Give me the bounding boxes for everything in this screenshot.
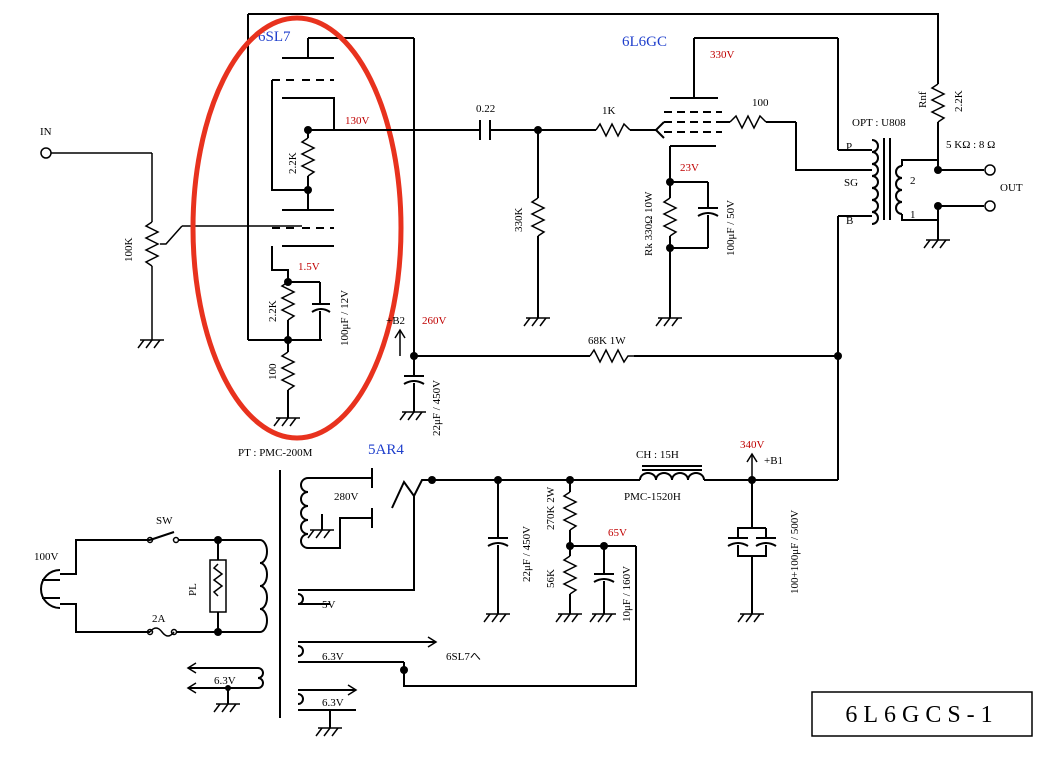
svg-text:68K 1W: 68K 1W [588,335,626,347]
screen-resistor-100 [729,114,767,130]
svg-text:330V: 330V [710,49,735,61]
schematic-title: 6L6GCS-1 [845,702,998,728]
svg-text:+B2: +B2 [386,315,405,327]
svg-text:+B1: +B1 [764,455,783,467]
highlight-ellipse [190,15,404,441]
tube-5ar4-label: 5AR4 [368,442,404,458]
output-terminal-hot [984,164,996,176]
svg-text:23V: 23V [680,162,699,174]
plate-resistor-2k2 [300,137,316,177]
tube-6sl7-label: 6SL7 [258,29,291,45]
power-supply: PT : PMC-200M 5AR4 280V 5V 22μF / 450V [186,439,838,737]
svg-text:2A: 2A [152,613,166,625]
svg-text:100+100μF / 500V: 100+100μF / 500V [789,510,801,594]
input-jack [40,147,52,159]
svg-text:6SL7へ: 6SL7へ [446,651,481,663]
input-section: IN 100K [40,126,302,349]
svg-text:P: P [846,141,852,153]
title-block: 6L6GCS-1 [811,691,1033,737]
svg-text:260V: 260V [422,315,447,327]
feedback-resistor [930,83,946,123]
svg-text:0.22: 0.22 [476,103,495,115]
voltage-130v: 130V [345,115,370,127]
svg-text:SG: SG [844,177,858,189]
cathode-resistor-100 [280,351,296,391]
svg-text:330K: 330K [513,208,525,233]
svg-text:2: 2 [910,175,916,187]
svg-text:65V: 65V [608,527,627,539]
svg-text:100: 100 [752,97,769,109]
cathode-resistor-2k2 [280,281,296,321]
svg-text:2.2K: 2.2K [287,152,299,174]
svg-text:SW: SW [156,515,173,527]
svg-text:5V: 5V [322,599,336,611]
svg-text:1K: 1K [602,105,616,117]
svg-text:280V: 280V [334,491,359,503]
svg-text:22μF / 450V: 22μF / 450V [521,526,533,582]
svg-text:PT : PMC-200M: PT : PMC-200M [238,447,313,459]
svg-text:2.2K: 2.2K [953,90,965,112]
svg-text:56K: 56K [545,569,557,588]
svg-text:100: 100 [267,363,279,380]
b2-node: +B2 260V 22μF / 450V 68K 1W [386,315,842,436]
mains-input: 100V SW 2A PL [34,515,268,637]
svg-text:10μF / 160V: 10μF / 160V [621,566,633,622]
grid-resistor-330k [530,197,546,237]
svg-text:PL: PL [187,583,199,596]
b-plus-rails [247,13,939,480]
svg-text:100μF / 12V: 100μF / 12V [339,290,351,346]
svg-text:Rnf: Rnf [917,91,929,108]
svg-text:1: 1 [910,209,916,221]
svg-text:270K 2W: 270K 2W [545,486,557,530]
svg-text:B: B [846,215,853,227]
output-transformer: OPT : U808 P SG B 2 1 Rnf 2.2K 5 KΩ : 8 … [838,70,1023,249]
in-label: IN [40,126,52,138]
svg-text:22μF / 450V: 22μF / 450V [431,380,443,436]
ac-plug [40,569,61,609]
svg-text:6.3V: 6.3V [322,651,344,663]
svg-text:2.2K: 2.2K [267,300,279,322]
tube-6sl7: 6SL7 2.2K 2.2K [258,29,370,427]
svg-text:6.3V: 6.3V [214,675,236,687]
tube-6l6gc-label: 6L6GC [622,34,667,50]
svg-text:340V: 340V [740,439,765,451]
output-terminal-gnd [984,200,996,212]
svg-text:5 KΩ : 8 Ω: 5 KΩ : 8 Ω [946,139,995,151]
pot-label: 100K [123,238,135,263]
svg-text:OPT : U808: OPT : U808 [852,117,906,129]
svg-text:OUT: OUT [1000,182,1023,194]
output-stage: 0.22 330K 1K 6L6GC 330V 100 23V [308,34,852,327]
svg-text:Rk 330Ω 10W: Rk 330Ω 10W [643,191,655,256]
svg-text:100V: 100V [34,551,59,563]
dropping-resistor-68k [589,348,634,364]
volume-pot [144,221,160,267]
svg-text:CH : 15H: CH : 15H [636,449,679,461]
grid-stopper-1k [595,122,631,138]
svg-text:100μF / 50V: 100μF / 50V [725,200,737,256]
voltage-1-5v: 1.5V [298,261,320,273]
svg-text:PMC-1520H: PMC-1520H [624,491,681,503]
cathode-resistor-rk [662,197,678,237]
svg-text:6.3V: 6.3V [322,697,344,709]
